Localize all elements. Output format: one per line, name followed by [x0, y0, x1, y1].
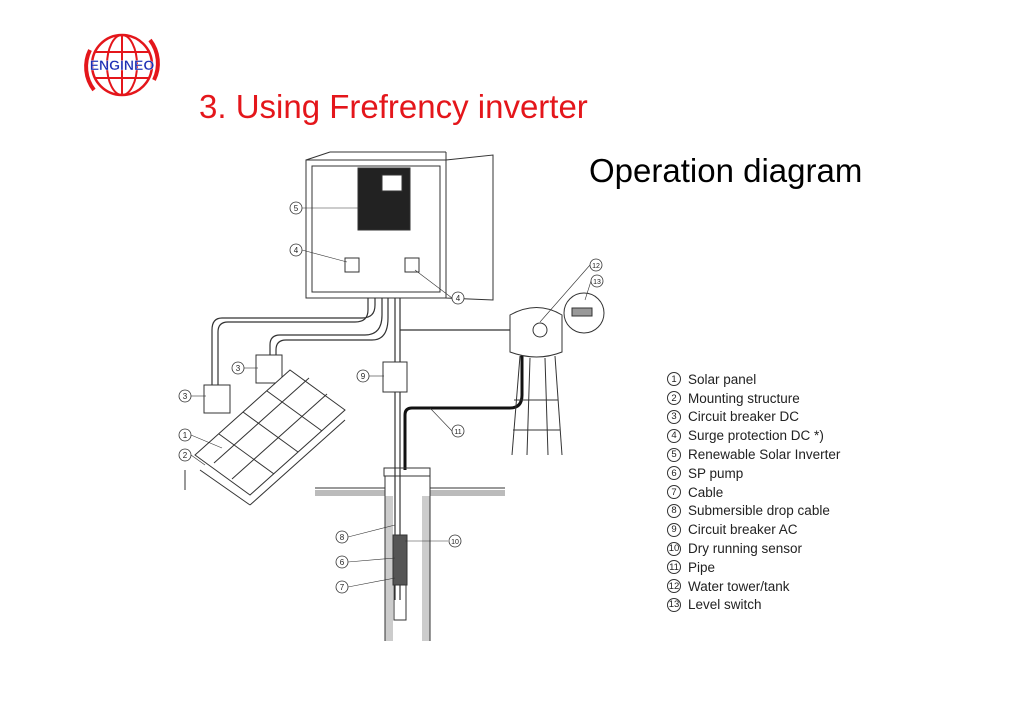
- surge-protection-right: [404, 257, 420, 273]
- legend-item: 7 Cable: [667, 483, 840, 502]
- legend-item: 5 Renewable Solar Inverter: [667, 445, 840, 464]
- legend-item: 12 Water tower/tank: [667, 577, 840, 596]
- legend-number: 11: [667, 560, 681, 575]
- callout: 9: [361, 372, 366, 381]
- diagram-subtitle: Operation diagram: [589, 152, 863, 189]
- legend-label: SP pump: [688, 465, 744, 481]
- legend-item: 11 Pipe: [667, 558, 840, 577]
- water-tower: [509, 292, 605, 456]
- callout: 2: [183, 451, 188, 460]
- legend-label: Dry running sensor: [688, 541, 803, 557]
- callout: 11: [454, 429, 461, 436]
- legend-number: 6: [667, 466, 681, 481]
- legend-number: 9: [667, 522, 681, 537]
- legend-label: Pipe: [688, 559, 716, 575]
- solar-array: [184, 369, 346, 506]
- legend-number: 8: [667, 503, 681, 518]
- callout: 12: [592, 263, 600, 270]
- legend-item: 2 Mounting structure: [667, 389, 840, 408]
- circuit-breaker-dc-2: [203, 384, 231, 414]
- surge-protection-left: [344, 257, 360, 273]
- callout: 1: [183, 431, 188, 440]
- pump-motor: [393, 584, 407, 621]
- legend-number: 12: [667, 579, 681, 594]
- legend-number: 2: [667, 391, 681, 406]
- engineo-logo: ENGINEO: [72, 30, 172, 100]
- callout: 4: [456, 294, 461, 303]
- legend-number: 3: [667, 409, 681, 424]
- legend-label: Solar panel: [688, 371, 757, 387]
- legend-label: Circuit breaker DC: [688, 409, 800, 425]
- legend-label: Renewable Solar Inverter: [688, 447, 841, 463]
- sp-pump: [392, 534, 408, 586]
- callout: 5: [294, 204, 299, 213]
- legend-label: Water tower/tank: [688, 578, 790, 594]
- callout: 3: [236, 364, 241, 373]
- legend-number: 4: [667, 428, 681, 443]
- legend-number: 10: [667, 541, 681, 556]
- svg-text:ENGINEO: ENGINEO: [90, 57, 155, 73]
- inverter: [357, 167, 411, 231]
- legend-label: Cable: [688, 484, 724, 500]
- legend-item: 10 Dry running sensor: [667, 539, 840, 558]
- legend-label: Mounting structure: [688, 390, 800, 406]
- leader-lines: [190, 207, 592, 588]
- legend-label: Level switch: [688, 597, 762, 613]
- callout: 8: [340, 533, 345, 542]
- legend-label: Submersible drop cable: [688, 503, 830, 519]
- legend-item: 1 Solar panel: [667, 370, 840, 389]
- legend-number: 1: [667, 372, 681, 387]
- slide-title: 3. Using Frefrency inverter: [199, 88, 588, 125]
- legend-item: 4 Surge protection DC *): [667, 426, 840, 445]
- legend-number: 13: [667, 597, 681, 612]
- callout: 6: [340, 558, 345, 567]
- callout: 3: [183, 392, 188, 401]
- callout: 13: [593, 279, 601, 286]
- legend-label: Circuit breaker AC: [688, 522, 798, 538]
- legend-label: Surge protection DC *): [688, 428, 824, 444]
- callout: 7: [340, 583, 345, 592]
- legend-item: 9 Circuit breaker AC: [667, 520, 840, 539]
- legend-item: 3 Circuit breaker DC: [667, 408, 840, 427]
- legend-item: 13 Level switch: [667, 596, 840, 615]
- legend-item: 6 SP pump: [667, 464, 840, 483]
- legend-item: 8 Submersible drop cable: [667, 502, 840, 521]
- ground: [315, 467, 505, 641]
- callout: 4: [294, 246, 299, 255]
- legend-number: 5: [667, 447, 681, 462]
- circuit-breaker-dc-1: [255, 354, 283, 384]
- callout: 10: [451, 539, 459, 546]
- circuit-breaker-ac: [382, 361, 408, 393]
- legend-number: 7: [667, 485, 681, 500]
